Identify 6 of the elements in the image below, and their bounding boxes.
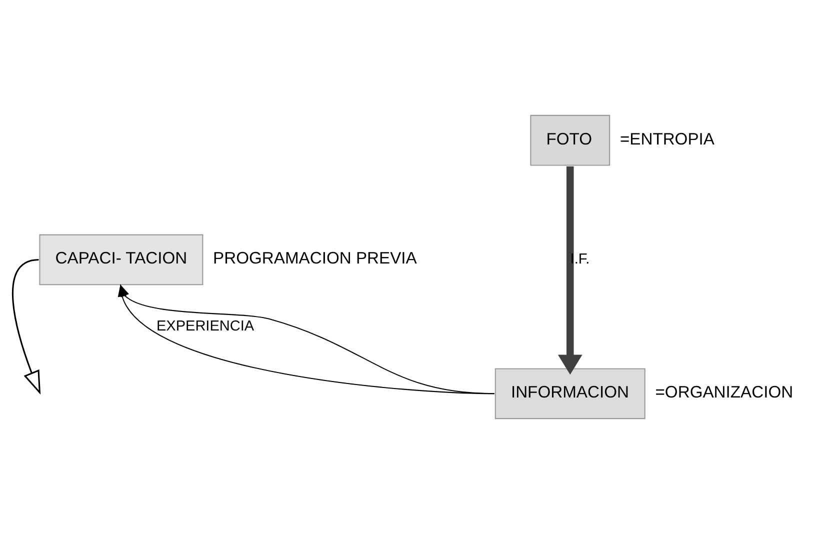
edge-label: EXPERIENCIA — [156, 318, 254, 335]
arrow — [12, 258, 41, 395]
arrow — [558, 166, 582, 375]
node-label: PROGRAMACION PREVIA — [213, 248, 417, 268]
node-label: =ORGANIZACION — [655, 382, 794, 402]
node-label: =ENTROPIA — [620, 129, 714, 148]
